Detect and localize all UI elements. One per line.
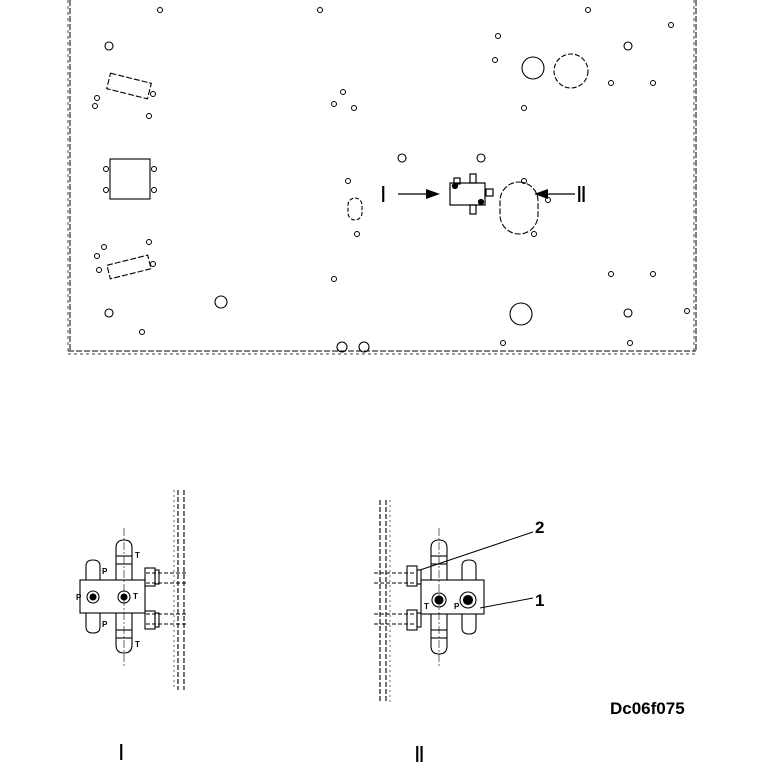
port-label: P [76,593,82,602]
callout-2: 2 [535,518,544,537]
plate-edge-II [379,500,391,702]
through-bolts-II [374,565,422,631]
through-bolts-I [144,567,186,630]
fittings-I [85,539,133,654]
large-holes [214,53,589,353]
valve-block-I [79,579,146,614]
valve-block-II [420,579,485,615]
view-arrow-II [534,189,575,199]
leader-line-1 [479,597,534,609]
fittings-II [430,539,477,655]
view-arrow-I [398,189,440,199]
port-label: T [135,640,140,649]
arrow-label-II: Ⅱ [576,182,587,207]
leader-line-2 [419,531,534,571]
valve-block-plan [449,173,494,215]
port-label: T [135,551,140,560]
port-label: P [454,602,460,611]
arrow-label-I: Ⅰ [380,182,387,207]
detail-view-I [79,490,186,690]
port-labels-I: P T T P T P [76,551,140,649]
view-label-I: Ⅰ [118,740,125,765]
port-label: T [424,602,429,611]
plate-outline [67,0,697,355]
port-label: P [102,620,108,629]
port-label: P [102,567,108,576]
left-brackets [106,72,152,280]
callout-1: 1 [535,591,544,610]
port-labels-II: T P [424,602,460,611]
view-label-II: Ⅱ [414,742,425,765]
drawing-code: Dc06f075 [610,699,685,718]
mounting-holes [92,7,690,346]
slots [347,181,539,235]
medium-holes [104,41,633,318]
plate-edge-I [173,490,185,690]
port-label: T [133,592,138,601]
detail-view-II [374,500,534,702]
plate-plan-view [67,0,697,355]
